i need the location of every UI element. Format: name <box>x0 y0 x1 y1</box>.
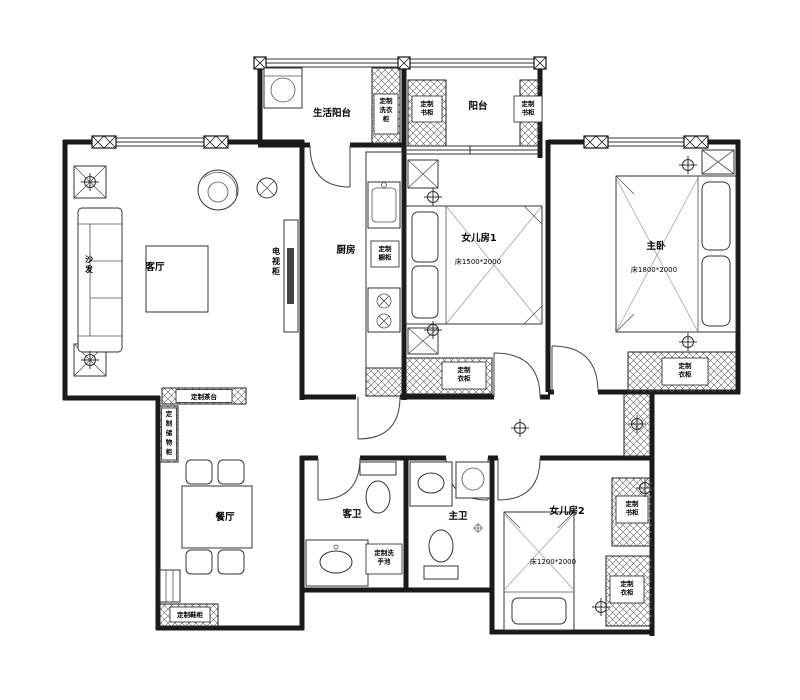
guest-bath-door <box>317 457 361 501</box>
pillow <box>701 255 731 327</box>
bedroom1-furniture <box>405 159 543 355</box>
lamp-icon <box>510 418 530 438</box>
toilet-bowl <box>428 529 454 563</box>
lamp-icon <box>423 187 443 207</box>
toilet-tank <box>423 565 459 580</box>
kitchen-cabinet-label: 定制橱柜 <box>378 244 393 262</box>
bedroom2-furniture <box>503 511 575 631</box>
walls <box>62 61 741 636</box>
dining-furniture <box>181 459 253 575</box>
window-post <box>253 56 267 70</box>
room-label-service-balcony: 生活阳台 <box>313 107 352 119</box>
shoe-cabinet-label: 定制鞋柜 <box>176 610 204 619</box>
washing-machine <box>263 67 303 109</box>
sideboard <box>159 569 181 603</box>
pillow <box>411 265 439 319</box>
bed1-size-label: 床1500*2000 <box>455 257 501 266</box>
lamp-icon <box>678 332 698 352</box>
storage-cabinet-label: 定制储物柜 <box>165 409 173 456</box>
bedroom2-wardrobe-label: 定制衣柜 <box>620 579 635 597</box>
windows <box>91 56 709 155</box>
bed2-size-label: 床1200*2000 <box>530 557 576 566</box>
toilet-bowl <box>365 480 391 514</box>
dining-table <box>181 485 253 549</box>
living-room-furniture <box>73 165 299 377</box>
wash-basin <box>319 550 353 574</box>
bedroom2-door <box>497 457 541 501</box>
room-label-balcony: 阳台 <box>468 100 488 112</box>
vanity <box>409 461 453 507</box>
master-door <box>551 345 599 393</box>
window-post <box>533 56 547 70</box>
pillow <box>511 597 567 625</box>
sofa <box>77 207 123 353</box>
washing-machine <box>455 461 491 499</box>
room-labels: 客厅 沙发 电视柜 餐厅 厨房 定制橱柜 生活阳台 阳台 女儿房1 床1500*… <box>84 100 677 566</box>
window-post <box>683 135 709 149</box>
pillow <box>701 181 731 251</box>
window-post <box>203 135 229 149</box>
coffee-table <box>145 245 209 313</box>
lamp-icon <box>678 155 698 175</box>
room-label-bedroom1: 女儿房1 <box>461 232 496 244</box>
pillow <box>411 211 439 263</box>
sofa-label: 沙发 <box>84 255 94 274</box>
room-label-kitchen: 厨房 <box>336 244 355 256</box>
tv <box>287 248 294 304</box>
bedroom1-wardrobe-label: 定制衣柜 <box>457 365 472 383</box>
kitchen-sink <box>367 181 401 229</box>
window-post <box>91 135 117 149</box>
room-label-dining: 餐厅 <box>214 511 235 523</box>
bedroom2-bookcase-label: 定制书柜 <box>625 499 640 517</box>
room-label-bedroom2: 女儿房2 <box>549 505 584 517</box>
balcony-bookcase-left-label: 定制书柜 <box>420 99 435 117</box>
toilet-tank <box>359 461 397 476</box>
window-post <box>583 135 609 149</box>
dining-chair <box>185 459 213 485</box>
dining-chair <box>217 549 245 575</box>
laundry-cabinet-label: 定制洗衣柜 <box>379 96 394 123</box>
room-label-guest-bath: 客卫 <box>341 508 362 520</box>
master-wardrobe-label: 定制衣柜 <box>678 361 693 379</box>
balcony-kitchen-door <box>309 144 351 188</box>
wash-basin <box>417 472 445 494</box>
stove <box>367 287 401 333</box>
master-bed-size-label: 床1800*2000 <box>631 265 677 274</box>
tv-cabinet-label: 电视柜 <box>271 246 280 276</box>
room-label-living: 客厅 <box>144 261 165 273</box>
dining-chair <box>217 459 245 485</box>
window-post <box>397 56 411 70</box>
room-label-master: 主卧 <box>646 240 666 252</box>
service-balcony-furniture <box>263 67 303 109</box>
balcony-bookcase-right-label: 定制书柜 <box>521 99 536 117</box>
guest-bath-furniture: 定制洗手池 <box>305 461 403 587</box>
kitchen-lower-cabinet <box>365 367 403 397</box>
master-bath-furniture <box>409 461 491 580</box>
kitchen-door <box>357 396 401 440</box>
floor-drain-icon <box>472 522 484 534</box>
lounge-chair <box>197 169 239 211</box>
bedroom1-door <box>493 352 541 398</box>
master-furniture <box>615 149 737 333</box>
dining-chair <box>185 549 213 575</box>
cabinets: 定制茶台 定制储物柜 定制鞋柜 定制洗衣柜 定制书柜 定制书柜 定制衣柜 定制衣… <box>159 67 737 627</box>
room-label-master-bath: 主卫 <box>448 510 468 522</box>
tea-table-label: 定制茶台 <box>190 392 218 401</box>
washbasin-label: 定制洗手池 <box>373 548 394 566</box>
